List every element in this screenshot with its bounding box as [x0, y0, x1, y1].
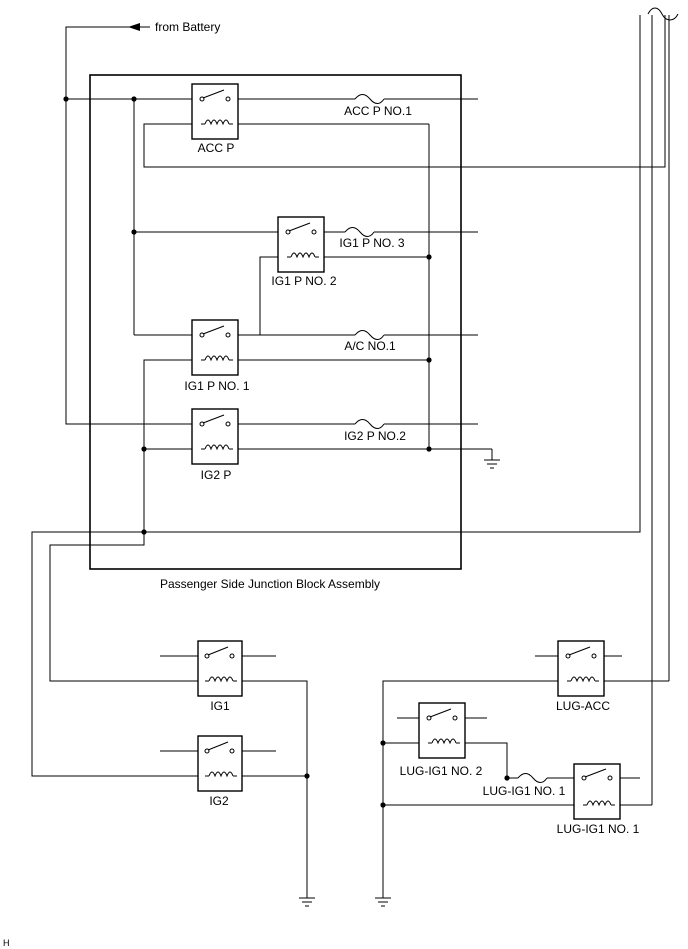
- fuse-label-ig1-p-no3: IG1 P NO. 3: [339, 236, 404, 250]
- relay-ig1-p-no1: [191, 319, 239, 376]
- battery-feed: from Battery: [65, 20, 220, 425]
- relay-label-ig2-p: IG2 P: [201, 468, 232, 482]
- relay-label-ig1-p-no2: IG1 P NO. 2: [271, 274, 336, 288]
- fuse-lines: [238, 94, 478, 429]
- relay-label-ig2: IG2: [209, 794, 229, 808]
- junction-block-label: Passenger Side Junction Block Assembly: [160, 577, 380, 591]
- lower-left-wires: [160, 655, 315, 907]
- relay-ig1-p-no2: [277, 216, 325, 273]
- arrow-icon: [128, 23, 140, 31]
- coil-wires: [143, 15, 666, 532]
- lower-right-wires: [375, 655, 640, 907]
- relay-acc-p: [191, 83, 239, 140]
- relay-ig2: [197, 735, 243, 792]
- external-wires: [31, 7, 679, 806]
- relay-label-ig1-p-no1: IG1 P NO. 1: [184, 379, 249, 393]
- relay-ig1: [197, 640, 243, 697]
- fuse-label-ac-no1: A/C NO.1: [344, 339, 396, 353]
- relay-label-lug-ig1-no2: LUG-IG1 NO. 2: [400, 764, 483, 778]
- relay-ig2-p: [191, 408, 239, 465]
- fuse-label-ig2-p-no2: IG2 P NO.2: [344, 429, 406, 443]
- corner-mark: H: [3, 938, 10, 948]
- relay-label-lug-ig1-no1: LUG-IG1 NO. 1: [557, 822, 640, 836]
- junction-dots: [63, 96, 510, 808]
- battery-label: from Battery: [155, 20, 220, 34]
- relay-lug-acc: [557, 640, 605, 697]
- junction-block-frame: [89, 74, 462, 570]
- relay-label-acc-p: ACC P: [198, 141, 235, 155]
- fuse-label-lug-ig1-no1: LUG-IG1 NO. 1: [483, 784, 566, 798]
- relay-label-lug-acc: LUG-ACC: [556, 699, 610, 713]
- main-bus-wires: [66, 98, 278, 336]
- relay-lug-ig1-no1: [573, 763, 621, 820]
- relay-label-ig1: IG1: [210, 699, 230, 713]
- fuse-label-acc-p-no1: ACC P NO.1: [344, 104, 412, 118]
- relay-lug-ig1-no2: [418, 702, 466, 759]
